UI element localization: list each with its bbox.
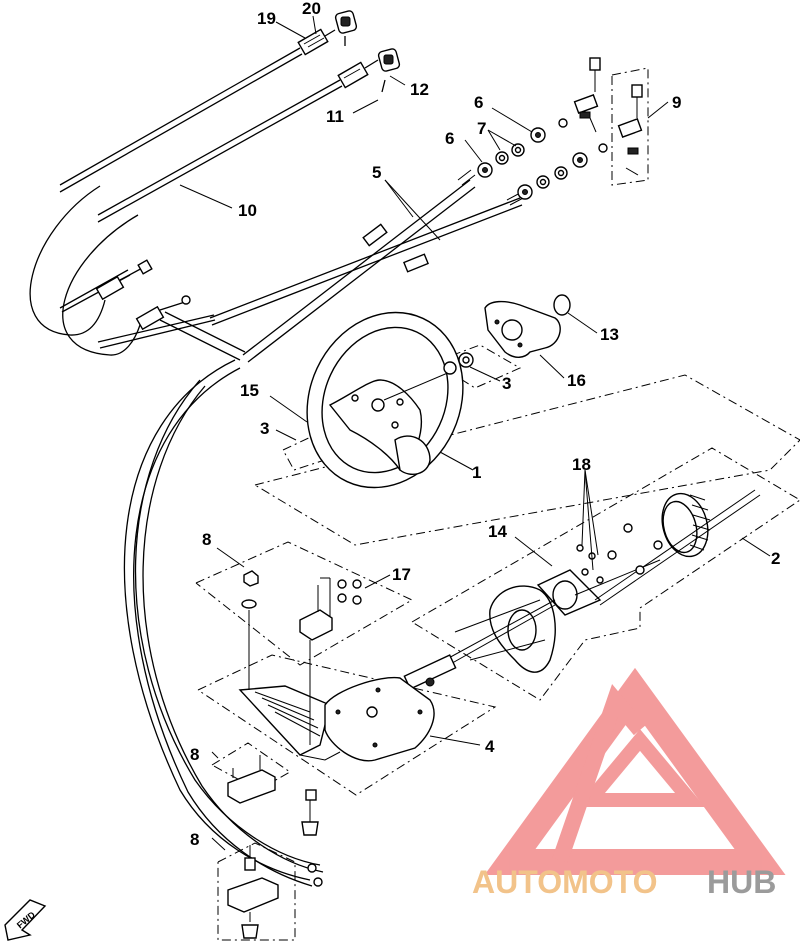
callout-13: 13 [600,325,619,344]
callout-8-low: 8 [190,830,199,849]
callout-6-mid: 6 [445,129,454,148]
rods-5 [209,169,526,363]
clamp-middle-8 [227,755,319,836]
callout-20: 20 [302,0,321,18]
callout-18: 18 [572,455,591,474]
callout-5: 5 [372,163,381,182]
cable-end-11-12 [337,48,401,93]
fwd-arrow: FWD [4,899,47,941]
hub-parts [443,294,571,375]
callout-8-top: 8 [202,530,211,549]
clevis-9 [573,57,643,176]
watermark-part1: AUTOMOTO [472,864,657,900]
callout-12: 12 [410,80,429,99]
cable-end-19-20 [297,10,358,56]
callout-14: 14 [488,522,507,541]
bracket-plate-4 [238,676,435,762]
watermark-logo [484,667,786,875]
steering-wheel [306,311,464,489]
callout-19: 19 [257,9,276,28]
callout-3-left: 3 [260,419,269,438]
callout-4: 4 [485,737,495,756]
dashed-groups [195,67,800,941]
callout-17: 17 [392,565,411,584]
callouts: 19 20 12 11 6 7 6 9 5 10 13 3 16 15 3 1 … [190,0,780,849]
leader-lines [179,15,771,851]
clamp-upper-8-17 [241,570,362,745]
callout-9: 9 [672,93,681,112]
callout-11: 11 [326,107,344,126]
callout-3-hub: 3 [502,374,511,393]
callout-2: 2 [771,549,780,568]
callout-16: 16 [567,371,586,390]
steering-housing [403,489,761,690]
callout-8-mid: 8 [190,745,199,764]
callout-6-top: 6 [474,93,483,112]
watermark-part2: HUB [707,864,776,900]
callout-1: 1 [472,463,481,482]
cable-end-lower-left [95,259,191,331]
control-cables [29,47,343,887]
callout-15: 15 [240,381,259,400]
callout-10: 10 [238,201,257,220]
watermark-text: AUTOMOTO HUB [472,864,776,900]
clamp-lower-8 [227,845,323,939]
washers-6-7 [477,118,608,200]
callout-7: 7 [477,119,486,138]
